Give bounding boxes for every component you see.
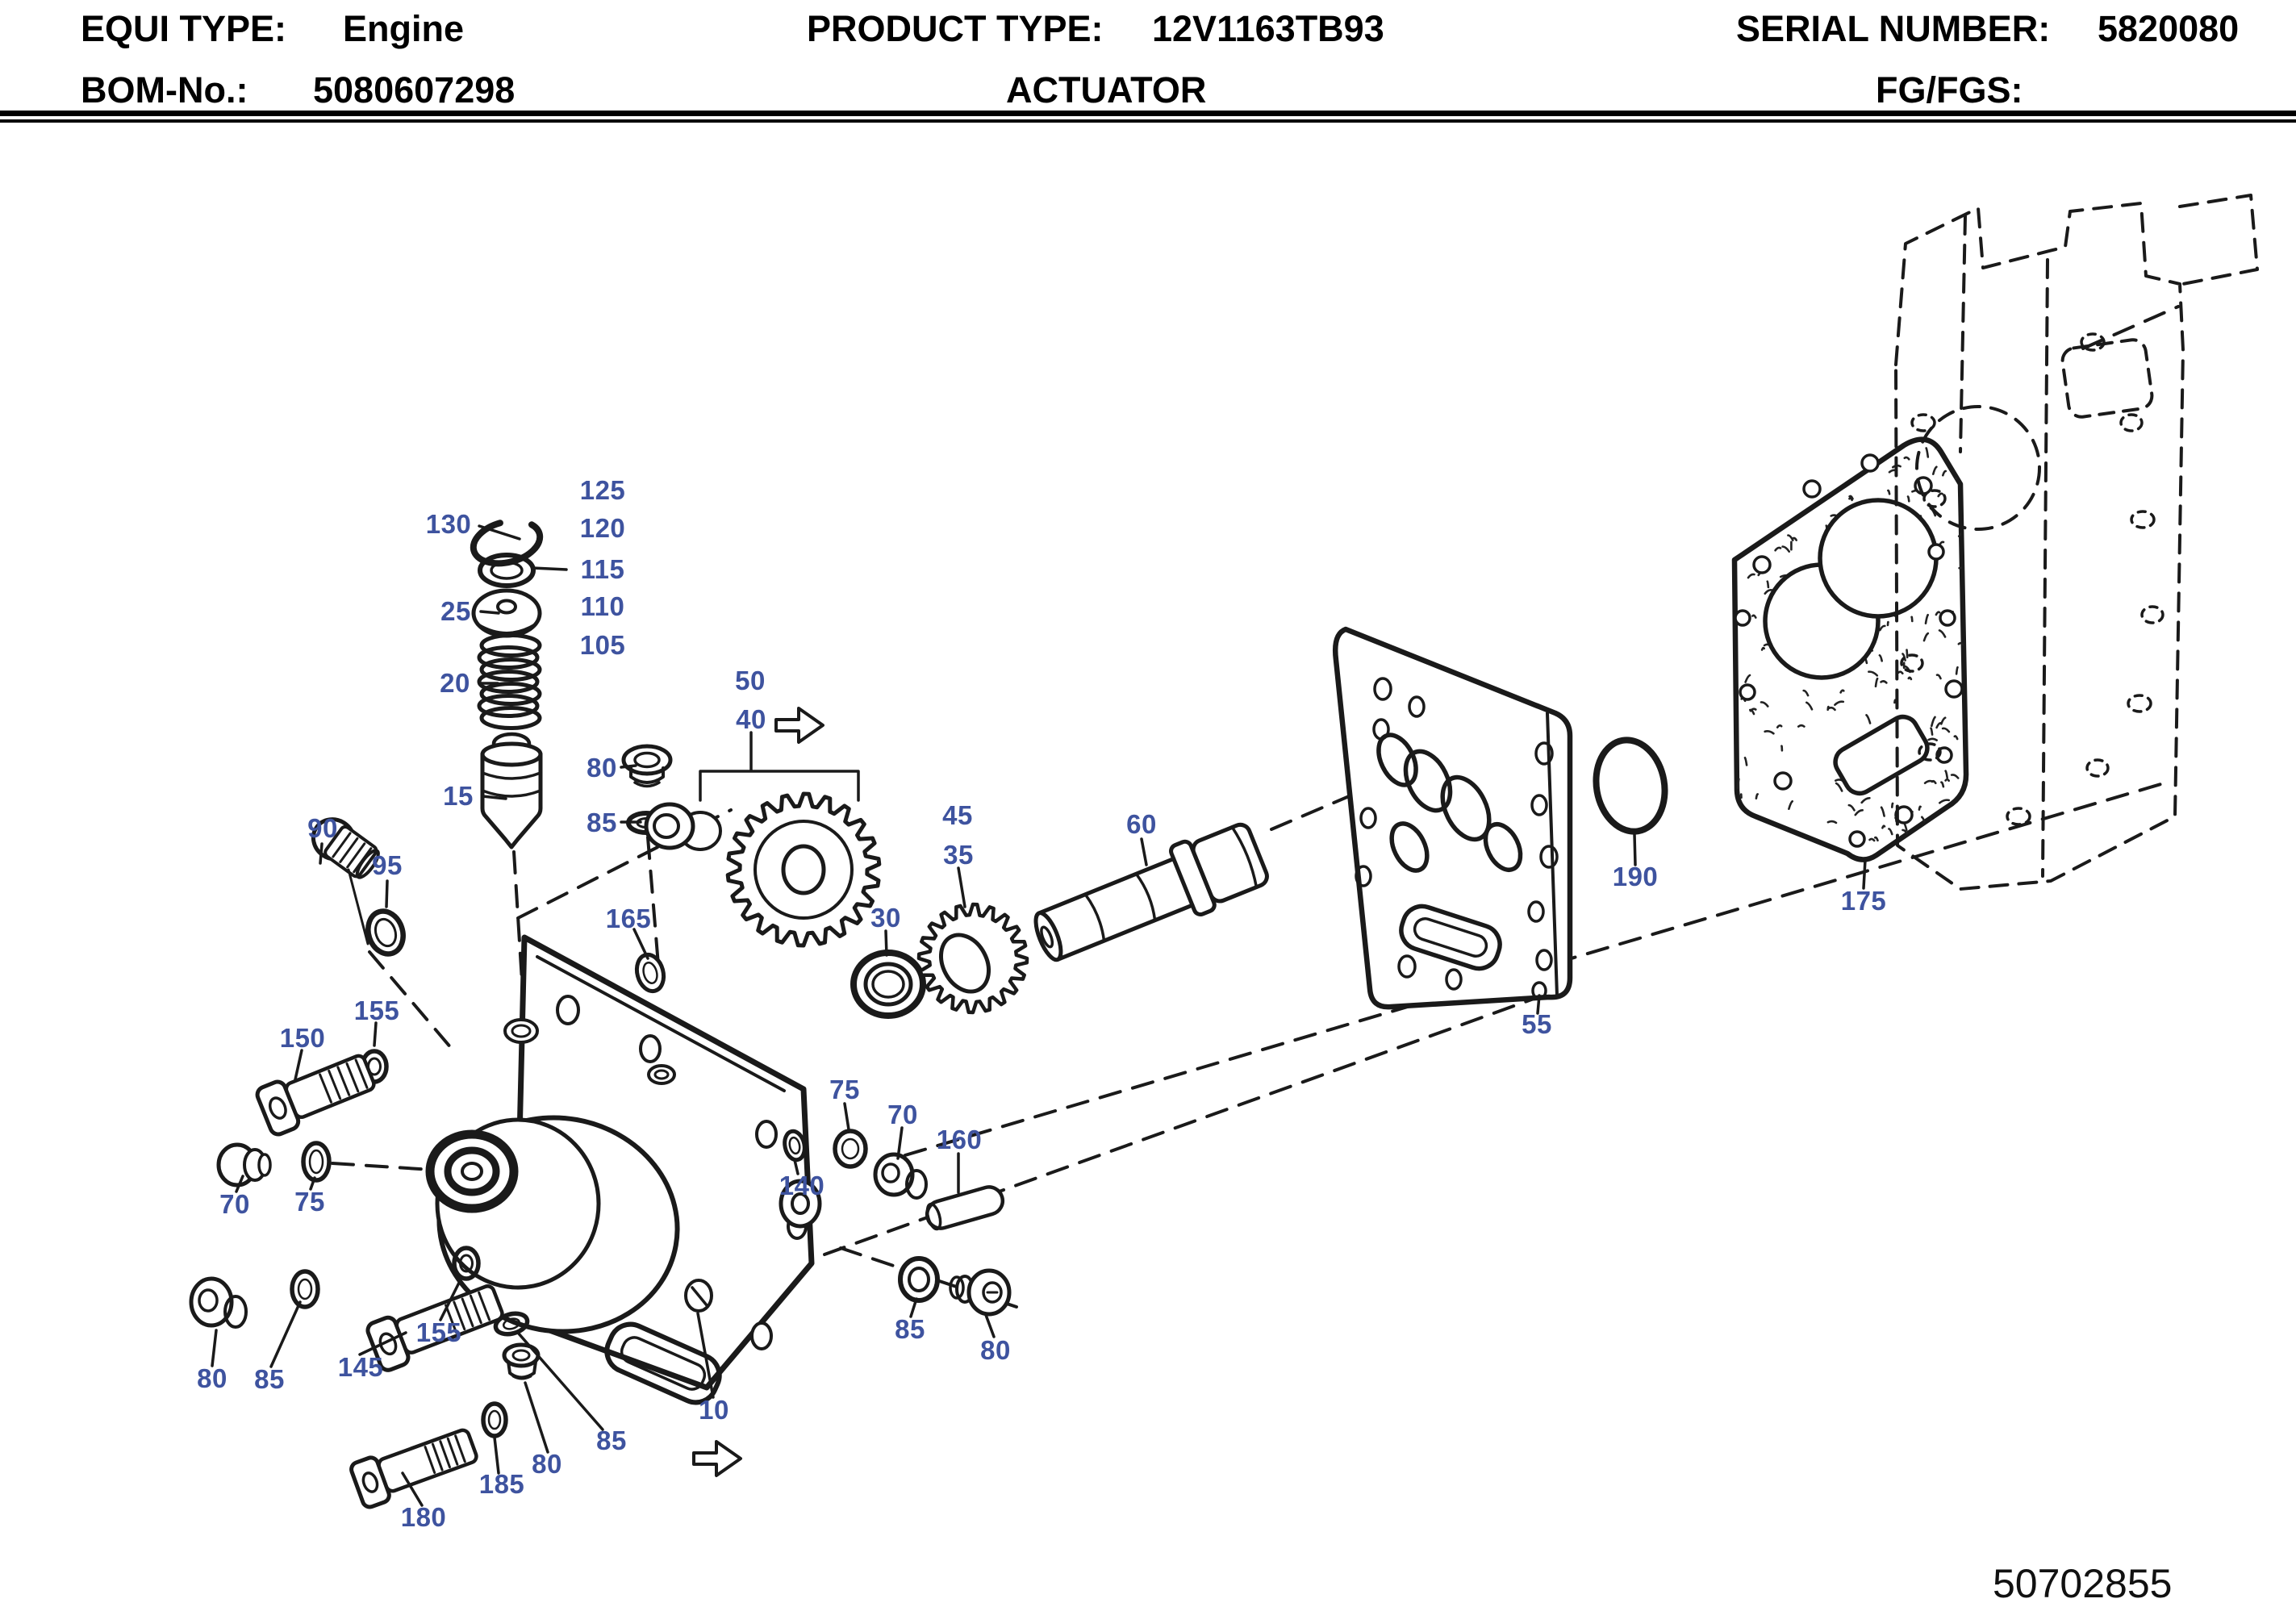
callout-55: 55 — [1522, 1009, 1552, 1039]
washer-185-part — [481, 1401, 508, 1438]
intermediate-plate-55-part — [1333, 626, 1573, 1010]
fg-fgs-label: FG/FGS: — [1876, 69, 2023, 111]
o-ring-190-part — [1593, 737, 1668, 835]
plug-70-left-part — [216, 1142, 272, 1188]
callout-180: 180 — [400, 1502, 447, 1532]
callout-75-left: 75 — [294, 1187, 325, 1217]
bushing-part — [644, 802, 722, 851]
screw-80-left-part — [189, 1276, 248, 1329]
washer-155-lower-part — [452, 1246, 481, 1281]
bolt-145-part — [365, 1284, 504, 1372]
callout-25: 25 — [440, 596, 471, 626]
callout-185: 185 — [478, 1469, 525, 1499]
screw-80-mid-part — [949, 1268, 1012, 1317]
callout-85-bottom: 85 — [596, 1425, 627, 1455]
callout-80-mid: 80 — [980, 1335, 1011, 1365]
callout-165: 165 — [605, 904, 652, 933]
callout-40: 40 — [736, 704, 766, 734]
callout-175: 175 — [1840, 886, 1887, 916]
callout-75-mid: 75 — [829, 1075, 860, 1104]
callout-130: 130 — [425, 509, 472, 539]
equi-type-label: EQUI TYPE: — [81, 8, 287, 49]
callout-85-mid: 85 — [895, 1314, 925, 1344]
engine-block-reference-part — [1894, 194, 2259, 891]
spring-20-part — [477, 633, 542, 730]
callout-30: 30 — [870, 903, 901, 933]
callout-145: 145 — [337, 1352, 384, 1382]
pin-160-part — [925, 1185, 1005, 1231]
callout-110: 110 — [580, 591, 625, 621]
bom-number-label: BOM-No.: — [81, 69, 248, 111]
actuator-housing-10-part — [425, 934, 822, 1405]
callout-90: 90 — [307, 813, 338, 843]
callout-80-bottom: 80 — [532, 1449, 562, 1479]
callout-155-lower: 155 — [415, 1317, 462, 1347]
callout-125: 125 — [579, 475, 626, 505]
callout-80-left: 80 — [197, 1363, 228, 1393]
assembly-name: ACTUATOR — [1006, 69, 1207, 111]
callout-160: 160 — [936, 1125, 983, 1154]
callout-70-mid: 70 — [887, 1100, 918, 1129]
gear-50-part — [725, 791, 882, 948]
product-type-label: PRODUCT TYPE: — [807, 8, 1104, 49]
threaded-plug-90-part — [311, 817, 380, 879]
washer-85-mid-part — [898, 1256, 940, 1303]
callout-155-upper: 155 — [353, 996, 400, 1025]
o-ring-165-part — [634, 952, 666, 994]
header-divider-thick — [0, 111, 2296, 116]
shaft-60-part — [1033, 822, 1269, 962]
piston-valve-15-part — [480, 732, 543, 849]
header-divider-thin — [0, 119, 2296, 123]
callout-15: 15 — [443, 781, 474, 811]
callout-115: 115 — [580, 554, 625, 584]
gear-35-part — [916, 902, 1029, 1015]
callout-85-left: 85 — [254, 1364, 285, 1394]
washer-85-left-part — [290, 1269, 320, 1309]
shaft-seal-30-part — [850, 950, 926, 1019]
bolt-150-part — [255, 1054, 376, 1137]
callout-105: 105 — [579, 630, 626, 660]
callout-80-top: 80 — [587, 753, 617, 783]
bom-number-value: 5080607298 — [313, 69, 516, 111]
callout-leader-lines — [211, 524, 1867, 1507]
callout-150: 150 — [279, 1023, 326, 1053]
callout-95: 95 — [372, 850, 403, 880]
plug-80-bottom-part — [502, 1342, 541, 1380]
callout-120: 120 — [579, 513, 626, 543]
callout-35: 35 — [943, 840, 974, 870]
callout-10: 10 — [699, 1395, 729, 1425]
screw-70-mid-part — [873, 1152, 928, 1200]
callout-50: 50 — [735, 666, 766, 695]
valve-cap-25-part — [471, 588, 542, 638]
plug-90-axis-line — [347, 868, 369, 945]
callout-190: 190 — [1612, 862, 1659, 891]
o-ring-75-mid-part — [833, 1129, 868, 1169]
seal-ring-115-part — [478, 553, 536, 588]
direction-arrow-icon — [774, 707, 824, 744]
serial-number-value: 5820080 — [2098, 8, 2240, 49]
callout-140: 140 — [779, 1171, 825, 1200]
callout-20: 20 — [440, 668, 470, 698]
direction-arrow-icon — [692, 1440, 742, 1477]
o-ring-140-part — [783, 1129, 807, 1162]
product-type-value: 12V1163TB93 — [1152, 8, 1384, 49]
o-ring-75-left-part — [301, 1141, 332, 1183]
callout-60: 60 — [1126, 809, 1157, 839]
washer-85-bottom-part — [493, 1311, 530, 1337]
o-ring-95-part — [365, 908, 406, 957]
gasket-175-part — [1731, 436, 1969, 862]
callout-70-left: 70 — [219, 1189, 250, 1219]
serial-number-label: SERIAL NUMBER: — [1736, 8, 2051, 49]
callout-45: 45 — [942, 800, 973, 830]
document-number: 50702855 — [1993, 1561, 2173, 1606]
equi-type-value: Engine — [343, 8, 465, 49]
callout-85-top: 85 — [587, 808, 617, 837]
